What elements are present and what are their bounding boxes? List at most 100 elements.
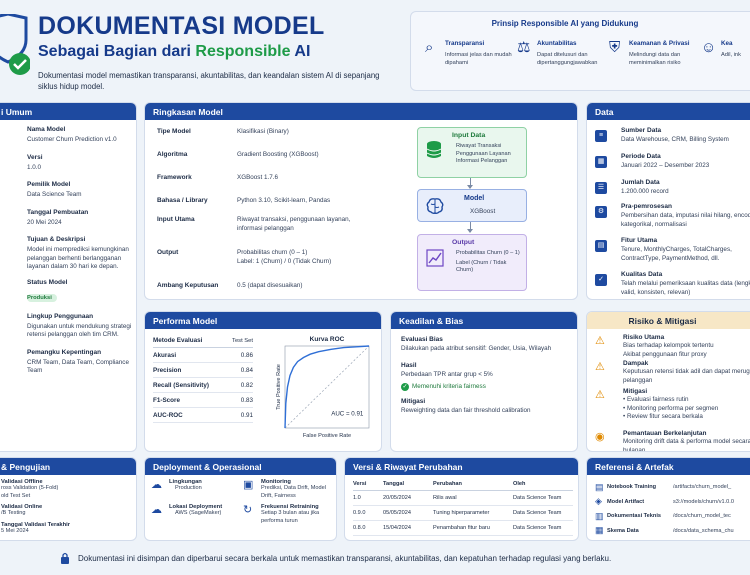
pengujian-header: & Pengujian [0, 458, 136, 475]
deployment-label: Frekuensi Retraining [261, 504, 319, 511]
ringkasan-row: Bahasa / Library Python 3.10, Scikit-lear… [157, 197, 407, 216]
database-icon: ≡ [595, 130, 607, 142]
info-value: Data Science Team [27, 191, 82, 198]
principle-title: Akuntabilitas [537, 40, 577, 47]
performa-col-metric: Metode Evaluasi [153, 337, 203, 344]
versi-col: Oleh [513, 481, 526, 487]
risiko-label: Risiko Utama [623, 334, 665, 341]
risiko-label: Pemantauan Berkelanjutan [623, 430, 707, 437]
versi-cell: Data Science Team [513, 510, 562, 516]
performa-metric: F1-Score [153, 396, 180, 404]
check-doc-icon: ✓ [595, 274, 607, 286]
data-label: Fitur Utama [621, 237, 658, 244]
principle-desc: Informasi jelas dan mudah dipahami [445, 52, 512, 67]
data-value: 1.200.000 record [621, 188, 669, 195]
info-value: CRM Team, Data Team, Compliance Team [27, 358, 129, 375]
performa-metric: Precision [153, 366, 182, 374]
bias-eval-value: Dilakukan pada atribut sensitif: Gender,… [401, 345, 552, 352]
bias-mitigation-label: Mitigasi [401, 397, 426, 405]
page-subtitle: Sebagai Bagian dari Responsible AI [38, 43, 311, 60]
deployment-label: Lingkungan [169, 479, 202, 485]
info-value: 20 Mei 2024 [27, 218, 62, 226]
info-value: Digunakan untuk mendukung strategi reten… [27, 322, 132, 339]
info-label: Pemangku Kepentingan [27, 348, 102, 356]
ringkasan-label: Framework [157, 174, 192, 181]
flow-output-title: Output [452, 239, 475, 246]
referensi-label: Skema Data [607, 527, 639, 534]
bias-eval-label: Evaluasi Bias [401, 336, 443, 343]
table-icon: ▤ [595, 240, 607, 252]
info-label: Status Model [27, 278, 68, 286]
flow-input-item: Informasi Pelanggan [456, 158, 508, 165]
roc-plot-area [284, 345, 370, 429]
referensi-link[interactable]: /docs/churn_model_tec [673, 513, 731, 520]
document-icon: ▥ [595, 510, 604, 521]
ringkasan-value: Klasifikasi (Binary) [237, 128, 289, 135]
database-icon [426, 141, 442, 158]
risiko-header: Risiko & Mitigasi [587, 312, 750, 329]
data-value: Januari 2022 – Desember 2023 [621, 162, 710, 169]
versi-cell: 0.9.0 [353, 510, 366, 516]
referensi-item: ▤Notebook Training/artifacts/churn_model… [595, 480, 750, 495]
referensi-panel: Referensi & Artefak ▤Notebook Training/a… [586, 457, 750, 541]
lock-icon [61, 552, 69, 564]
ringkasan-header: Ringkasan Model [145, 103, 577, 120]
flow-output-item: Label (Churn / Tidak Churn) [456, 259, 507, 274]
people-icon: ☺ [701, 39, 717, 56]
flow-arrow-1 [470, 178, 471, 188]
referensi-link[interactable]: s3://models/churn/v1.0.0 [673, 498, 734, 505]
ringkasan-label: Bahasa / Library [157, 197, 208, 204]
server-icon: ☁ [151, 504, 162, 517]
page-description: Dokumentasi model memastikan transparans… [38, 71, 380, 92]
eye-icon: ◉ [595, 431, 605, 443]
info-label: Tanggal Pembuatan [27, 208, 89, 216]
principles-title: Prinsip Responsible AI yang Didukung [491, 19, 639, 28]
info-value: 1.0.0 [27, 163, 42, 171]
footer-text: Dokumentasi ini disimpan dan diperbarui … [78, 553, 612, 563]
principle-title: Keamanan & Privasi [629, 40, 690, 47]
deployment-header: Deployment & Operasional [145, 458, 336, 475]
flow-arrow-1-head [467, 185, 473, 189]
pengujian-value: /B Testing [1, 510, 26, 517]
ringkasan-value: Python 3.10, Scikit-learn, Pandas [237, 197, 331, 204]
ringkasan-value: 0.5 (dapat disesuaikan) [237, 282, 303, 289]
referensi-label: Dokumentasi Teknis [607, 513, 661, 520]
risiko-value: Bias terhadap kelompok tertentu Akibat p… [623, 342, 714, 358]
performa-value: 0.91 [240, 411, 253, 419]
performa-metric: Recall (Sensitivity) [153, 381, 209, 389]
performa-metric: AUC-ROC [153, 411, 183, 419]
monitor-icon: ▣ [243, 479, 254, 491]
principle-desc: Melindungi data dan meminimalkan risiko [629, 52, 681, 67]
referensi-link[interactable]: /artifacts/churn_model_ [673, 484, 732, 491]
magnifier-icon: ⌕ [425, 39, 434, 56]
referensi-link[interactable]: /docs/data_schema_chu [673, 527, 734, 534]
performa-value: 0.83 [240, 396, 253, 404]
info-label: Nama Model [27, 126, 66, 133]
flow-arrow-2 [470, 222, 471, 232]
